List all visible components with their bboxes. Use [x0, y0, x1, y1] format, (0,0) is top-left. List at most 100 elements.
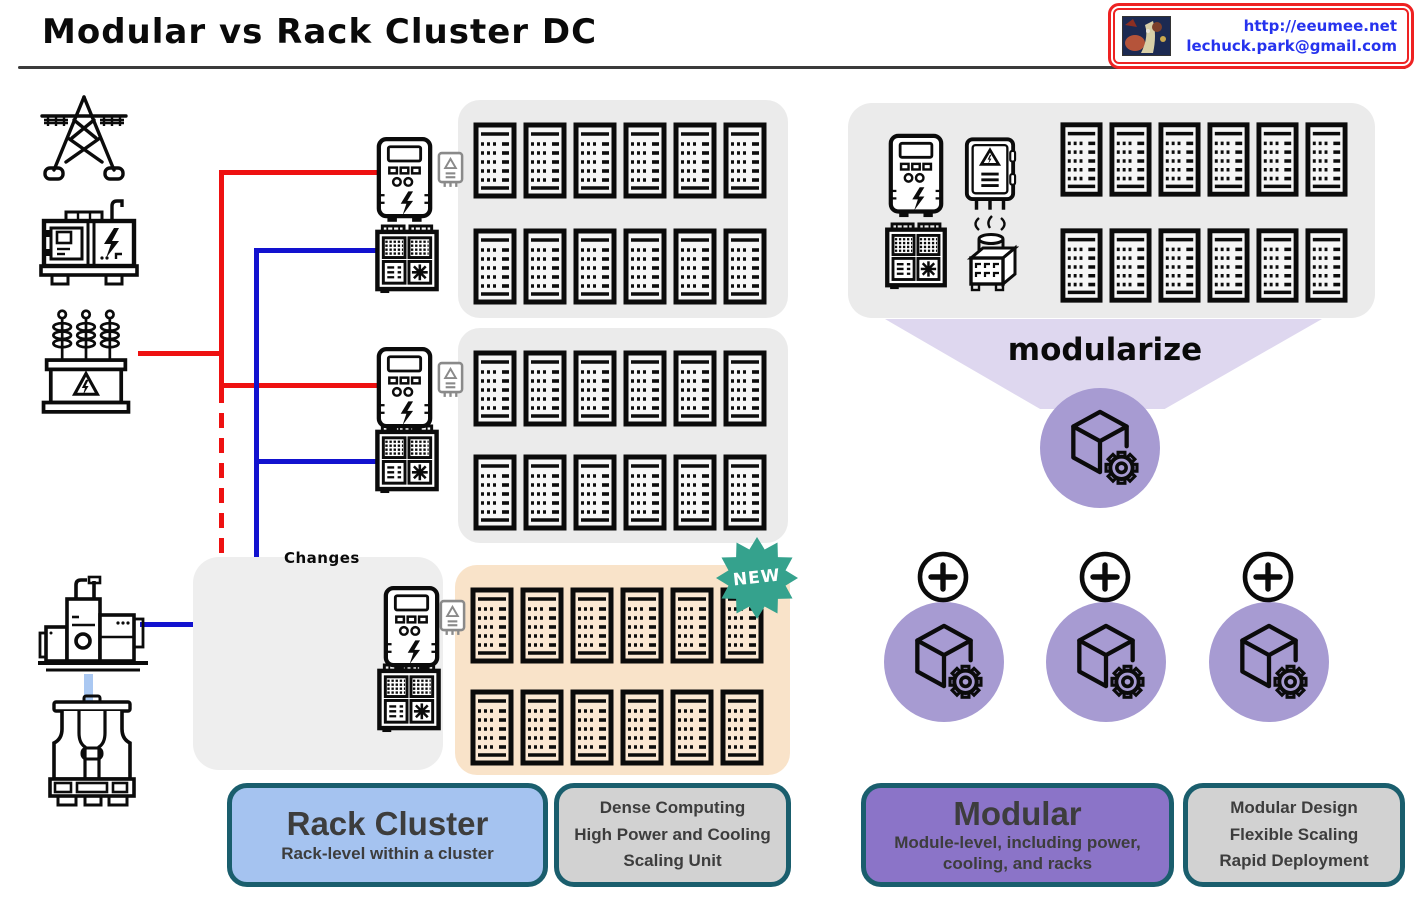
- server-rack: [723, 228, 767, 305]
- server-rack: [523, 122, 567, 199]
- add-module-plus-icon: [1078, 550, 1132, 604]
- server-rack: [723, 350, 767, 427]
- power-line-red-trunk: [219, 170, 224, 388]
- rack-cluster-subtitle: Rack-level within a cluster: [281, 843, 494, 863]
- power-line-transformer-feed: [138, 351, 224, 356]
- new-badge-label: NEW: [732, 565, 782, 591]
- modular-title: Modular: [953, 794, 1082, 832]
- feature-item: Rapid Deployment: [1219, 851, 1369, 871]
- contact-photo: [1122, 16, 1171, 56]
- module-cube-gear-icon: [1063, 619, 1149, 705]
- water-pump-icon: [36, 573, 150, 677]
- server-rack: [1305, 227, 1348, 304]
- contact-email-link[interactable]: lechuck.park@gmail.com: [1186, 37, 1397, 55]
- cooling-tower-icon: [963, 214, 1019, 296]
- server-rack: [573, 228, 617, 305]
- server-rack: [1256, 227, 1299, 304]
- server-rack: [670, 689, 714, 766]
- server-rack: [720, 689, 764, 766]
- server-rack: [670, 587, 714, 664]
- server-rack: [523, 350, 567, 427]
- ups-power-unit-icon: [376, 346, 433, 434]
- server-rack: [1256, 121, 1299, 198]
- distribution-panel-icon: [436, 150, 465, 189]
- server-rack: [473, 454, 517, 531]
- server-rack: [673, 122, 717, 199]
- power-line-cluster2: [219, 383, 382, 388]
- server-rack: [523, 454, 567, 531]
- contact-site-link[interactable]: http://eeumee.net: [1243, 16, 1397, 35]
- title-divider: [18, 66, 1406, 69]
- crac-cooling-unit-icon: [884, 222, 948, 291]
- water-supply-link: [84, 674, 93, 702]
- server-rack: [573, 350, 617, 427]
- cooling-line-blue-trunk: [254, 248, 259, 627]
- transmission-tower-icon: [34, 92, 134, 184]
- server-rack: [1060, 227, 1103, 304]
- rack-cluster-features: Dense Computing High Power and Cooling S…: [554, 783, 791, 887]
- server-rack: [520, 587, 564, 664]
- cooling-line-cluster1: [254, 248, 382, 253]
- server-rack: [1109, 227, 1152, 304]
- module-racks: [1046, 103, 1352, 318]
- distribution-panel-icon: [436, 360, 465, 399]
- ups-power-unit-icon: [383, 585, 440, 673]
- server-rack: [573, 122, 617, 199]
- modular-legend: Modular Module-level, including power, c…: [861, 783, 1174, 887]
- rack-cluster-legend: Rack Cluster Rack-level within a cluster: [227, 783, 548, 887]
- module-unit: [1040, 388, 1160, 508]
- feature-item: Scaling Unit: [623, 851, 722, 871]
- electrical-cabinet-icon: [963, 135, 1017, 215]
- server-rack: [723, 122, 767, 199]
- water-truck-icon: [42, 693, 142, 809]
- distribution-panel-icon: [438, 598, 467, 637]
- crac-cooling-unit-icon: [376, 663, 442, 734]
- add-module-plus-icon: [916, 550, 970, 604]
- add-module-plus-icon: [1241, 550, 1295, 604]
- server-rack: [1207, 227, 1250, 304]
- server-rack: [1158, 121, 1201, 198]
- server-rack: [673, 454, 717, 531]
- server-rack: [470, 587, 514, 664]
- modularize-label: modularize: [1007, 332, 1203, 368]
- server-rack: [673, 350, 717, 427]
- rack-cluster-2: [458, 328, 788, 543]
- server-rack: [470, 689, 514, 766]
- server-rack: [1158, 227, 1201, 304]
- crac-cooling-unit-icon: [374, 224, 440, 295]
- server-rack: [473, 228, 517, 305]
- cooling-line-cluster2: [254, 459, 382, 464]
- feature-item: High Power and Cooling: [574, 824, 771, 844]
- server-rack: [573, 454, 617, 531]
- module-unit: [1046, 602, 1166, 722]
- module-cube-gear-icon: [1226, 619, 1312, 705]
- server-rack: [1109, 121, 1152, 198]
- transformer-icon: [32, 300, 140, 416]
- rack-cluster-title: Rack Cluster: [286, 805, 489, 843]
- server-rack: [1207, 121, 1250, 198]
- rack-cluster-new: [455, 565, 790, 775]
- server-rack: [723, 454, 767, 531]
- ups-power-unit-icon: [888, 133, 944, 219]
- server-rack: [570, 689, 614, 766]
- power-line-dashed-vertical: [219, 388, 224, 622]
- feature-item: Modular Design: [1230, 798, 1358, 818]
- server-rack: [1305, 121, 1348, 198]
- module-cube-gear-icon: [901, 619, 987, 705]
- server-rack: [623, 228, 667, 305]
- server-rack: [673, 228, 717, 305]
- server-rack: [523, 228, 567, 305]
- server-rack: [1060, 121, 1103, 198]
- server-rack: [473, 122, 517, 199]
- module-cube-gear-icon: [1057, 405, 1143, 491]
- server-rack: [520, 689, 564, 766]
- modular-features: Modular Design Flexible Scaling Rapid De…: [1183, 783, 1405, 887]
- module-unit: [1209, 602, 1329, 722]
- diesel-generator-icon: [36, 196, 142, 292]
- server-rack: [623, 122, 667, 199]
- crac-cooling-unit-icon: [374, 424, 440, 495]
- rack-cluster-1: [458, 100, 788, 318]
- feature-item: Flexible Scaling: [1229, 824, 1359, 844]
- changes-label: Changes: [284, 549, 360, 567]
